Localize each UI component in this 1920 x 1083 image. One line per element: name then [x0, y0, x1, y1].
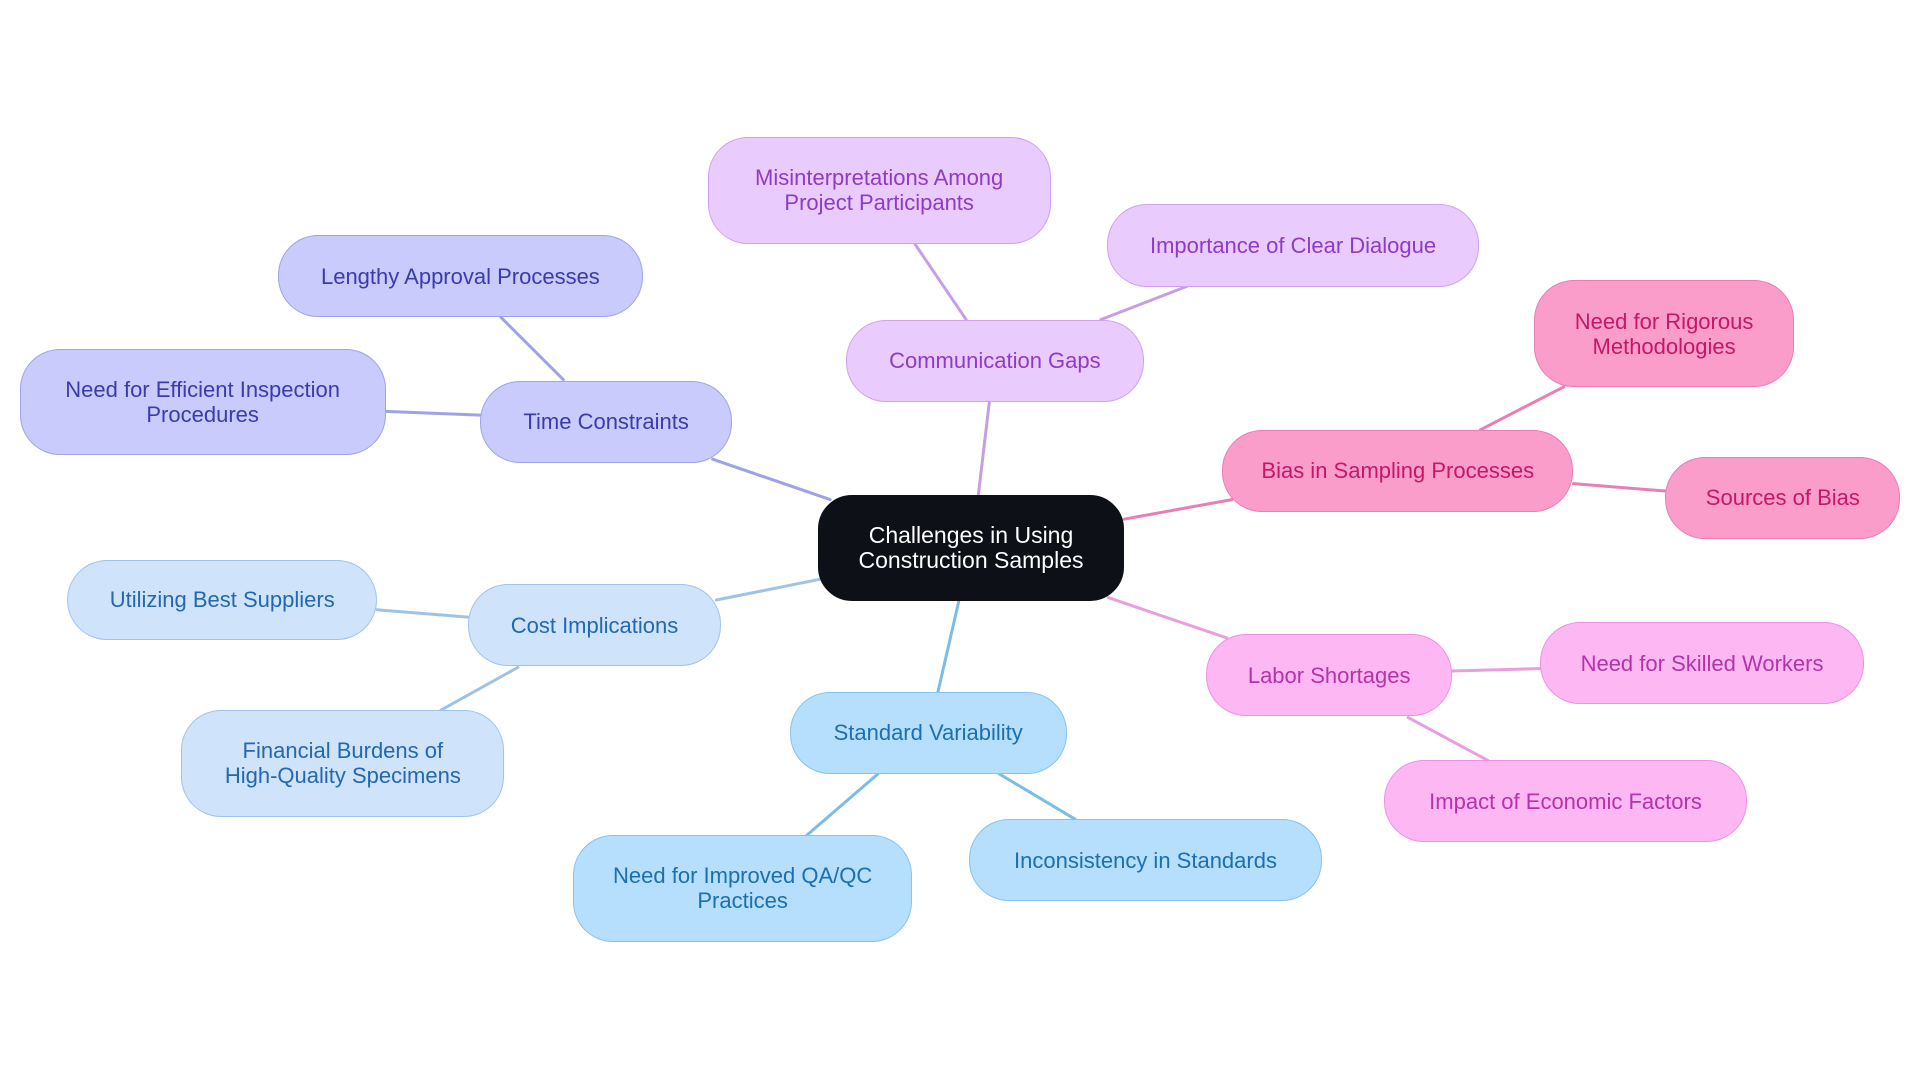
- connector-b1-b1c1: [1099, 285, 1189, 322]
- branch-label: Standard Variability: [833, 720, 1023, 746]
- connector-root-b1: [976, 400, 991, 497]
- connector-root-b5: [714, 577, 822, 602]
- leaf-misinterpretations[interactable]: Misinterpretations Among Project Partici…: [707, 137, 1051, 244]
- leaf-improved-qa-qc[interactable]: Need for Improved QA/QC Practices: [573, 835, 913, 942]
- leaf-label: Need for Skilled Workers: [1580, 650, 1824, 676]
- leaf-label: Sources of Bias: [1705, 485, 1860, 511]
- leaf-best-suppliers[interactable]: Utilizing Best Suppliers: [67, 559, 378, 641]
- branch-label: Bias in Sampling Processes: [1261, 458, 1535, 484]
- leaf-lengthy-approval-processes[interactable]: Lengthy Approval Processes: [277, 235, 643, 318]
- leaf-efficient-inspection-procedures[interactable]: Need for Efficient Inspection Procedures: [19, 348, 386, 456]
- leaf-sources-of-bias[interactable]: Sources of Bias: [1665, 456, 1901, 539]
- connector-b2-b2c1: [1571, 482, 1667, 493]
- connector-root-b4: [936, 599, 961, 694]
- leaf-label: Need for Efficient Inspection Procedures: [65, 377, 341, 428]
- connector-b4-b4c0: [805, 772, 880, 837]
- connector-b2-b2c0: [1478, 385, 1566, 432]
- connector-root-b0: [711, 457, 832, 502]
- root-node[interactable]: Challenges in Using Construction Samples: [817, 494, 1125, 602]
- leaf-label: Need for Rigorous Methodologies: [1574, 308, 1754, 359]
- leaf-label: Impact of Economic Factors: [1429, 788, 1702, 814]
- leaf-clear-dialogue[interactable]: Importance of Clear Dialogue: [1106, 204, 1480, 287]
- branch-label: Labor Shortages: [1247, 662, 1411, 688]
- connector-b5-b5c0: [375, 608, 470, 619]
- connector-b5-b5c1: [439, 665, 520, 712]
- connector-b3-b3c1: [1406, 716, 1490, 762]
- branch-cost-implications[interactable]: Cost Implications: [467, 584, 722, 667]
- leaf-label: Utilizing Best Suppliers: [109, 587, 335, 613]
- connector-b4-b4c1: [997, 772, 1077, 821]
- connector-root-b3: [1106, 596, 1229, 640]
- leaf-label: Financial Burdens of High-Quality Specim…: [224, 738, 461, 789]
- leaf-label: Misinterpretations Among Project Partici…: [755, 165, 1004, 216]
- connector-b1-b1c0: [913, 242, 968, 322]
- branch-standard-variability[interactable]: Standard Variability: [789, 691, 1067, 774]
- connector-b3-b3c0: [1450, 667, 1542, 673]
- leaf-financial-burdens[interactable]: Financial Burdens of High-Quality Specim…: [181, 710, 505, 817]
- leaf-label: Importance of Clear Dialogue: [1149, 233, 1437, 258]
- leaf-label: Lengthy Approval Processes: [320, 263, 600, 289]
- leaf-economic-factors[interactable]: Impact of Economic Factors: [1383, 760, 1748, 843]
- connector-b0-b0c1: [384, 409, 482, 417]
- leaf-rigorous-methodologies[interactable]: Need for Rigorous Methodologies: [1534, 280, 1794, 387]
- leaf-inconsistency-in-standards[interactable]: Inconsistency in Standards: [968, 819, 1323, 902]
- branch-time-constraints[interactable]: Time Constraints: [480, 380, 733, 463]
- leaf-label: Need for Improved QA/QC Practices: [613, 863, 873, 914]
- root-label: Challenges in Using Construction Samples: [858, 521, 1084, 573]
- leaf-label: Inconsistency in Standards: [1014, 847, 1277, 873]
- branch-communication-gaps[interactable]: Communication Gaps: [846, 319, 1144, 402]
- connector-b0-b0c0: [499, 315, 565, 382]
- branch-bias-in-sampling[interactable]: Bias in Sampling Processes: [1222, 429, 1574, 512]
- branch-label: Communication Gaps: [889, 348, 1101, 374]
- leaf-skilled-workers[interactable]: Need for Skilled Workers: [1540, 622, 1864, 705]
- branch-labor-shortages[interactable]: Labor Shortages: [1206, 634, 1453, 717]
- branch-label: Time Constraints: [523, 409, 689, 435]
- connector-root-b2: [1122, 498, 1234, 521]
- branch-label: Cost Implications: [510, 612, 679, 638]
